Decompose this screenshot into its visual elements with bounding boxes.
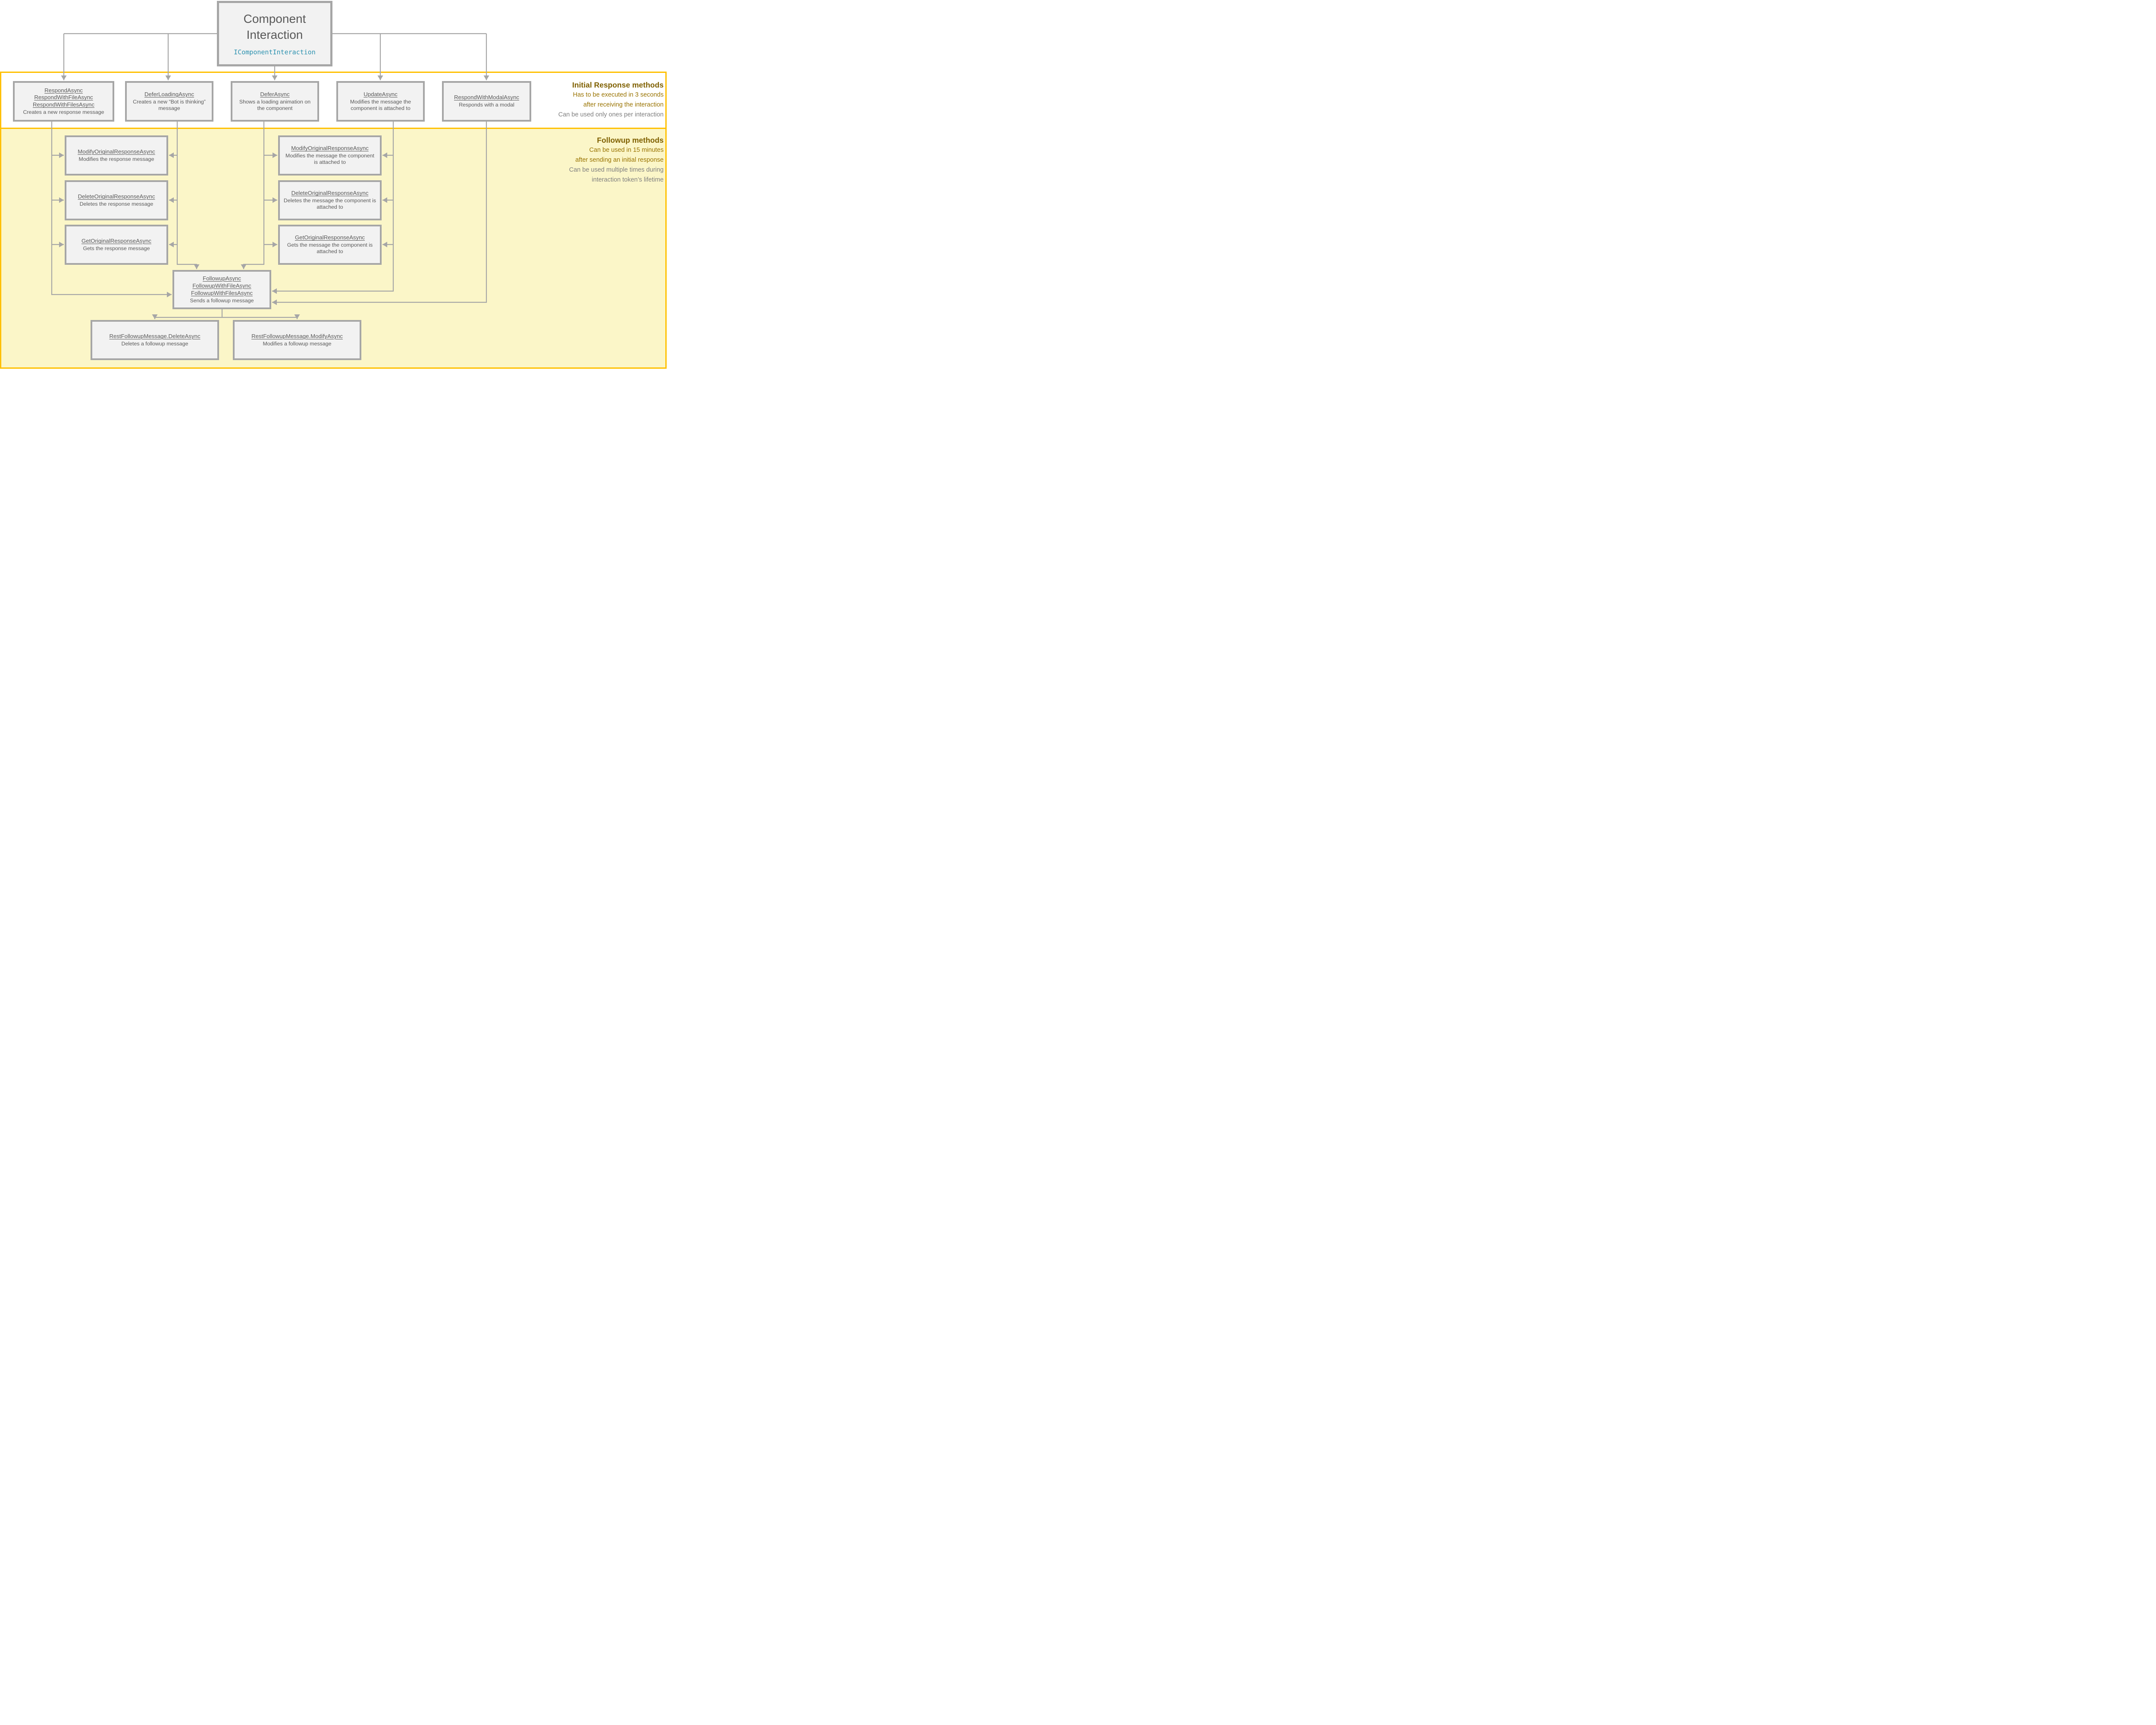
node-component-interaction: Component Interaction IComponentInteract…	[217, 1, 332, 66]
connector-lines	[51, 33, 489, 319]
method-name: RestFollowupMessage.DeleteAsync	[109, 332, 201, 339]
method-description: Creates a new “Bot is thinking” message	[133, 98, 206, 111]
method-name: RestFollowupMessage.ModifyAsync	[251, 332, 343, 339]
method-name: RespondAsync	[44, 87, 83, 94]
method-name: FollowupAsync	[203, 275, 241, 282]
method-name: FollowupWithFilesAsync	[191, 289, 253, 296]
node-followup-async: FollowupAsync FollowupWithFileAsync Foll…	[172, 270, 271, 309]
method-name: ModifyOriginalResponseAsync	[291, 145, 369, 152]
method-description: Shows a loading animation on the compone…	[239, 98, 311, 111]
method-name: ModifyOriginalResponseAsync	[78, 148, 155, 155]
defer-to-followup-line	[241, 122, 265, 269]
method-name: UpdateAsync	[364, 91, 398, 97]
respond-to-followup-line	[51, 122, 172, 298]
initial-response-legend: Initial Response methods Has to be execu…	[558, 80, 664, 120]
method-name: DeleteOriginalResponseAsync	[78, 193, 155, 200]
node-delete-original-response-mid: DeleteOriginalResponseAsync Deletes the …	[278, 180, 382, 220]
node-respond-with-modal-async: RespondWithModalAsync Responds with a mo…	[442, 81, 531, 122]
followup-legend: Followup methods Can be used in 15 minut…	[569, 135, 664, 185]
method-description: Gets the message the component is attach…	[287, 242, 373, 255]
followup-legend-note: Can be used multiple times during	[569, 166, 664, 173]
interface-name: IComponentInteraction	[234, 48, 316, 56]
method-description: Deletes the message the component is att…	[283, 198, 376, 210]
node-rest-followup-modify-async: RestFollowupMessage.ModifyAsync Modifies…	[233, 320, 361, 360]
method-name: FollowupWithFileAsync	[192, 282, 251, 289]
followup-legend-heading: Followup methods	[597, 136, 664, 144]
method-name: DeleteOriginalResponseAsync	[291, 190, 369, 197]
method-description: Deletes a followup message	[121, 340, 188, 347]
update-to-followup-line	[272, 122, 394, 294]
method-description: Responds with a modal	[459, 102, 514, 108]
node-get-original-response-left: GetOriginalResponseAsync Gets the respon…	[65, 225, 168, 265]
diagram-title-line: Component	[243, 12, 306, 25]
method-description: Modifies the message the component is at…	[350, 98, 411, 111]
node-modify-original-response-left: ModifyOriginalResponseAsync Modifies the…	[65, 135, 168, 176]
method-name: DeferLoadingAsync	[144, 91, 194, 97]
method-description: Modifies a followup message	[263, 340, 332, 347]
initial-legend-note: after receiving the interaction	[583, 101, 664, 108]
node-defer-loading-async: DeferLoadingAsync Creates a new “Bot is …	[125, 81, 213, 122]
method-name: RespondWithModalAsync	[454, 94, 519, 101]
initial-legend-note: Has to be executed in 3 seconds	[573, 91, 664, 98]
initial-legend-heading: Initial Response methods	[572, 81, 664, 89]
initial-legend-note: Can be used only ones per interaction	[558, 111, 664, 118]
node-respond-async: RespondAsync RespondWithFileAsync Respon…	[13, 81, 114, 122]
method-name: GetOriginalResponseAsync	[295, 234, 365, 241]
method-description: Creates a new response message	[23, 109, 104, 116]
method-description: Modifies the message the component is at…	[285, 153, 374, 166]
modal-to-followup-line	[272, 122, 487, 305]
method-name: GetOriginalResponseAsync	[81, 237, 151, 244]
node-rest-followup-delete-async: RestFollowupMessage.DeleteAsync Deletes …	[91, 320, 219, 360]
method-description: Sends a followup message	[190, 297, 254, 304]
diagram-title-line: Interaction	[246, 28, 303, 41]
method-name: RespondWithFilesAsync	[33, 101, 94, 108]
node-modify-original-response-mid: ModifyOriginalResponseAsync Modifies the…	[278, 135, 382, 176]
method-description: Gets the response message	[83, 245, 150, 251]
component-interaction-diagram: Initial Response methods Has to be execu…	[0, 0, 667, 369]
node-delete-original-response-left: DeleteOriginalResponseAsync Deletes the …	[65, 180, 168, 220]
node-defer-async: DeferAsync Shows a loading animation on …	[231, 81, 319, 122]
method-description: Deletes the response message	[79, 201, 154, 207]
method-name: DeferAsync	[260, 91, 290, 97]
followup-legend-note: Can be used in 15 minutes	[589, 147, 664, 154]
method-description: Modifies the response message	[78, 156, 154, 162]
defer-loading-to-followup-line	[176, 122, 200, 269]
followup-legend-note: interaction token’s lifetime	[592, 176, 664, 183]
node-update-async: UpdateAsync Modifies the message the com…	[336, 81, 425, 122]
followup-legend-note: after sending an initial response	[575, 157, 664, 163]
method-name: RespondWithFileAsync	[34, 94, 93, 101]
node-get-original-response-mid: GetOriginalResponseAsync Gets the messag…	[278, 225, 382, 265]
